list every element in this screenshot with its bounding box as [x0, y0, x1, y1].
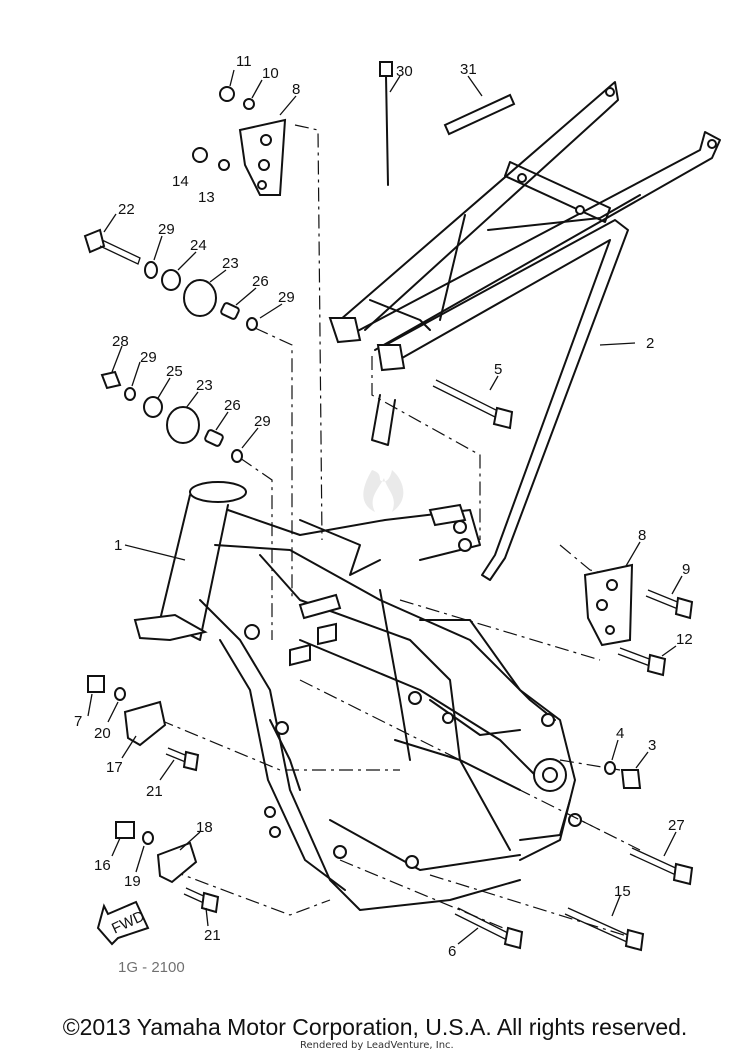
callout-3: 3 — [648, 737, 656, 754]
callout-24: 24 — [190, 237, 207, 254]
main-frame — [133, 481, 582, 911]
callout-12: 12 — [676, 631, 693, 648]
callout-25: 25 — [166, 363, 183, 380]
watermark-logo — [363, 470, 404, 512]
callout-21-b: 21 — [204, 927, 221, 944]
callout-28: 28 — [112, 333, 129, 350]
callout-leaders — [87, 69, 683, 945]
callout-13: 13 — [198, 189, 215, 206]
callout-29-b: 29 — [278, 289, 295, 306]
fwd-arrow-icon: FWD — [96, 900, 150, 946]
callout-29-a: 29 — [158, 221, 175, 238]
rear-subframe — [328, 81, 721, 581]
callout-20: 20 — [94, 725, 111, 742]
callout-30: 30 — [396, 63, 413, 80]
callout-6: 6 — [448, 943, 456, 960]
callout-16: 16 — [94, 857, 111, 874]
callout-8-b: 8 — [638, 527, 646, 544]
callout-26-a: 26 — [252, 273, 269, 290]
reference-code: 1G - 2100 — [118, 959, 185, 976]
leader-lines — [159, 124, 641, 941]
callout-4: 4 — [616, 725, 624, 742]
callout-31: 31 — [460, 61, 477, 78]
callout-2: 2 — [646, 335, 654, 352]
callout-22: 22 — [118, 201, 135, 218]
callout-26-b: 26 — [224, 397, 241, 414]
rendered-by-credit: Rendered by LeadVenture, Inc. — [300, 1040, 454, 1051]
callout-17: 17 — [106, 759, 123, 776]
callout-5: 5 — [494, 361, 502, 378]
callout-23-b: 23 — [196, 377, 213, 394]
callout-15: 15 — [614, 883, 631, 900]
callout-14: 14 — [172, 173, 189, 190]
callout-1: 1 — [114, 537, 122, 554]
callout-23-a: 23 — [222, 255, 239, 272]
callout-29-c: 29 — [140, 349, 157, 366]
callout-9: 9 — [682, 561, 690, 578]
callout-10: 10 — [262, 65, 279, 82]
callout-19: 19 — [124, 873, 141, 890]
callout-7: 7 — [74, 713, 82, 730]
callout-8: 8 — [292, 81, 300, 98]
callout-11: 11 — [236, 53, 252, 70]
callout-18: 18 — [196, 819, 213, 836]
hardware-parts — [83, 61, 694, 952]
callout-29-d: 29 — [254, 413, 271, 430]
callout-21-a: 21 — [146, 783, 163, 800]
copyright-notice: ©2013 Yamaha Motor Corporation, U.S.A. A… — [62, 1014, 688, 1040]
callout-27: 27 — [668, 817, 685, 834]
callout-labels: 11 10 8 30 31 14 13 22 29 24 23 26 29 28… — [74, 53, 693, 976]
